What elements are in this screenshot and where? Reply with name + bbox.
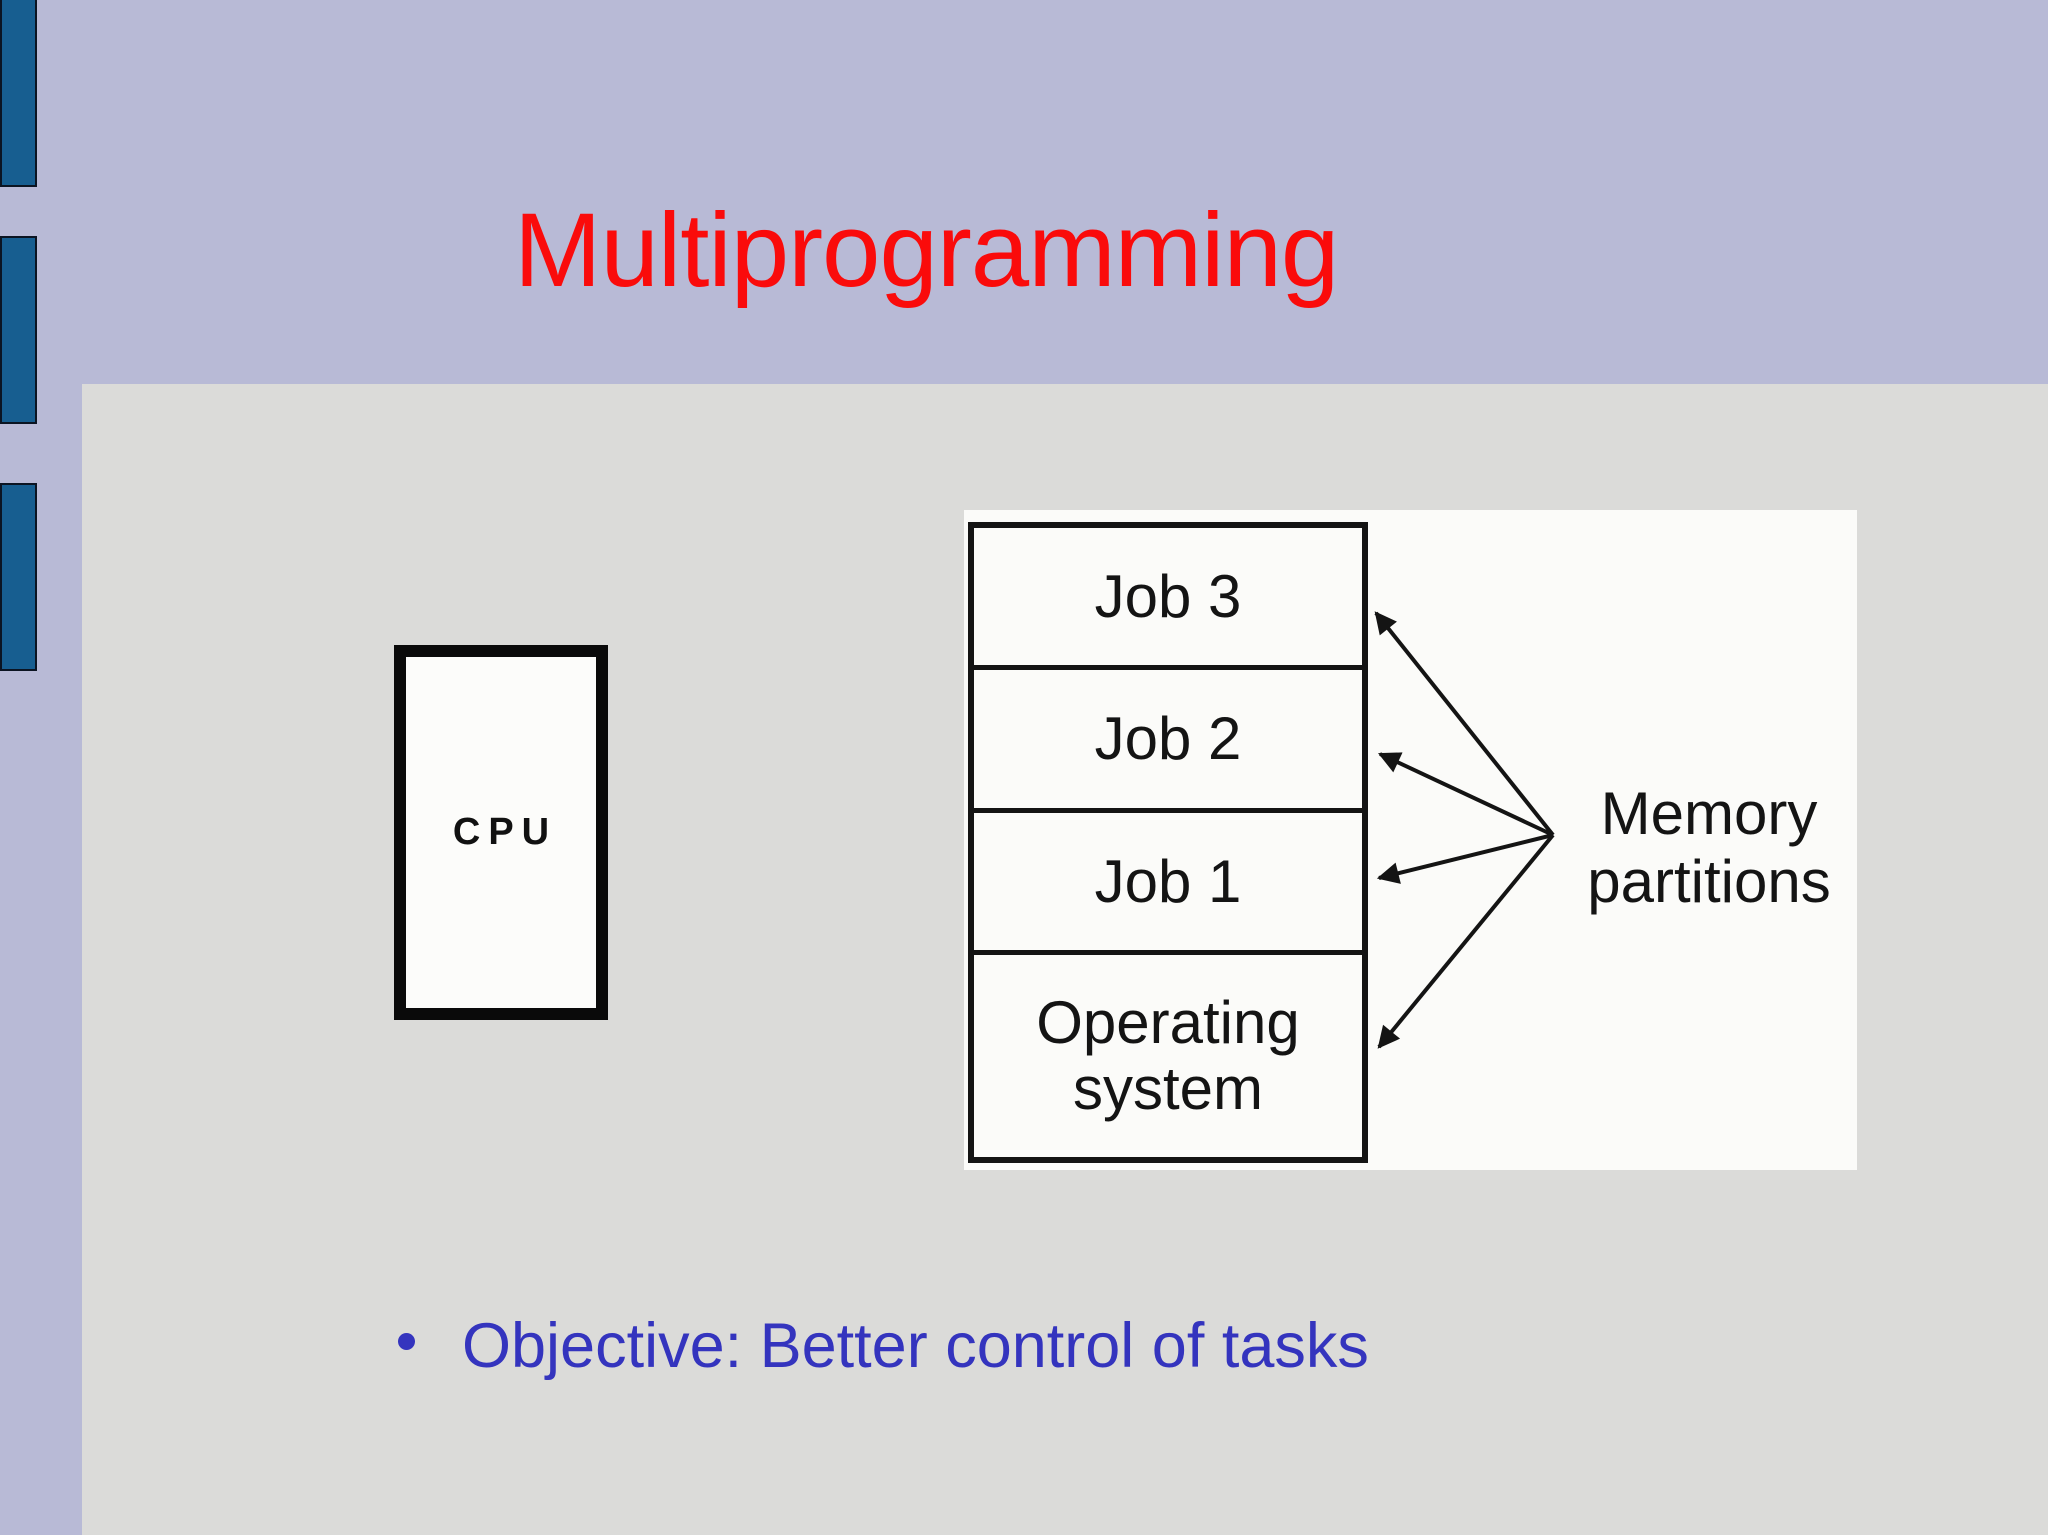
arrow-to-job2 — [1378, 752, 1554, 837]
partition-row-job1: Job 1 — [974, 808, 1362, 950]
cpu-label: CPU — [452, 811, 558, 853]
memory-arrows — [1374, 611, 1555, 1049]
sidebar-bar-2 — [0, 236, 37, 424]
partition-label: Job 3 — [1094, 562, 1242, 630]
arrow-to-os — [1377, 833, 1555, 1049]
partition-row-job3: Job 3 — [974, 528, 1362, 665]
memory-partition-table: Job 3 Job 2 Job 1 Operating system — [968, 522, 1368, 1163]
arrow-to-job1 — [1376, 833, 1554, 884]
bullet-item: Objective: Better control of tasks — [390, 1315, 1369, 1378]
partition-label: Job 2 — [1094, 705, 1242, 772]
memory-diagram: Job 3 Job 2 Job 1 Operating system Memor… — [964, 510, 1857, 1170]
arrow-to-job3 — [1374, 611, 1555, 837]
arrow-lines — [1374, 611, 1555, 1049]
sidebar-bar-3 — [0, 483, 37, 671]
cpu-box: CPU — [394, 645, 608, 1020]
partition-row-os: Operating system — [974, 950, 1362, 1157]
memory-partitions-label: Memory partitions — [1587, 780, 1831, 915]
partition-label: Operating system — [1036, 989, 1300, 1122]
partition-row-job2: Job 2 — [974, 665, 1362, 808]
bullet-dot-icon — [398, 1333, 415, 1350]
partition-label: Job 1 — [1094, 847, 1242, 915]
sidebar-bar-1 — [0, 0, 37, 187]
slide-title: Multiprogramming — [514, 192, 1339, 309]
bullet-text: Objective: Better control of tasks — [462, 1311, 1369, 1381]
